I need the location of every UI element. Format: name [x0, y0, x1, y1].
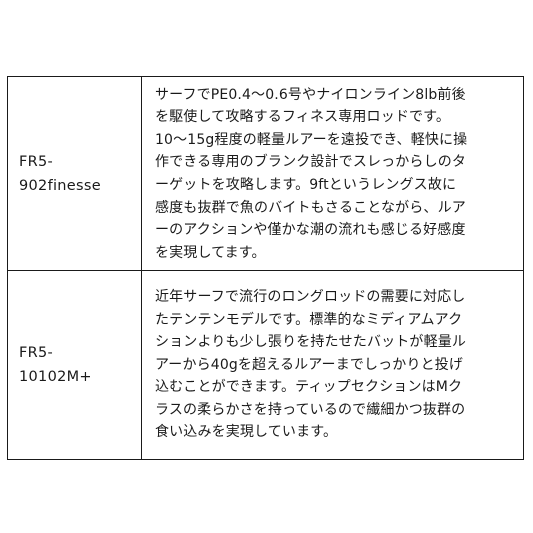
description-line: 食い込みを実現しています。 — [155, 424, 338, 441]
description-line: アーから40gを超えるルアーまでしっかりと投げ — [155, 356, 464, 373]
description-line: 感度も抜群で魚のバイトもさることながら、ルア — [155, 199, 466, 216]
description-cell: 近年サーフで流行のロングロッドの需要に対応し たテンテンモデルです。標準的なミデ… — [141, 270, 524, 460]
description-cell: サーフでPE0.4〜0.6号やナイロンライン8lb前後 を駆使して攻略するフィネ… — [141, 76, 524, 271]
description-line: ーゲットを攻略します。9ftというレングス故に — [155, 177, 457, 193]
description-line: ションよりも少し張りを持たせたバットが軽量ル — [155, 334, 467, 351]
description-line: ーのアクションや僅かな潮の流れも感じる好感度 — [155, 222, 466, 239]
description-line: 近年サーフで流行のロングロッドの需要に対応し — [155, 288, 466, 305]
description-line: を実現してます。 — [155, 244, 266, 261]
description-line: 作できる専用のブランク設計でスレっからしのタ — [155, 154, 467, 171]
model-name-cell: FR5- 902finesse — [7, 76, 142, 271]
model-name-line: FR5- — [19, 345, 54, 361]
table-row: FR5- 10102M+ 近年サーフで流行のロングロッドの需要に対応し たテンテ… — [7, 270, 524, 460]
model-name-cell: FR5- 10102M+ — [7, 270, 142, 460]
description-line: たテンテンモデルです。標準的なミディアムアク — [155, 311, 463, 328]
table-row: FR5- 902finesse サーフでPE0.4〜0.6号やナイロンライン8l… — [7, 76, 524, 271]
description-line: ラスの柔らかさを持っているので繊細かつ抜群の — [155, 401, 466, 418]
description-line: を駆使して攻略するフィネス専用ロッドです。 — [155, 109, 451, 126]
model-name-line: 902finesse — [19, 177, 101, 194]
rod-spec-table: FR5- 902finesse サーフでPE0.4〜0.6号やナイロンライン8l… — [7, 76, 524, 460]
description-line: 10〜15g程度の軽量ルアーを遠投でき、軽快に操 — [155, 131, 468, 148]
model-name-line: 10102M+ — [19, 369, 92, 385]
description-line: 込むことができます。ティップセクションはMク — [155, 379, 463, 396]
model-name-line: FR5- — [19, 153, 54, 170]
description-line: サーフでPE0.4〜0.6号やナイロンライン8lb前後 — [155, 86, 466, 103]
